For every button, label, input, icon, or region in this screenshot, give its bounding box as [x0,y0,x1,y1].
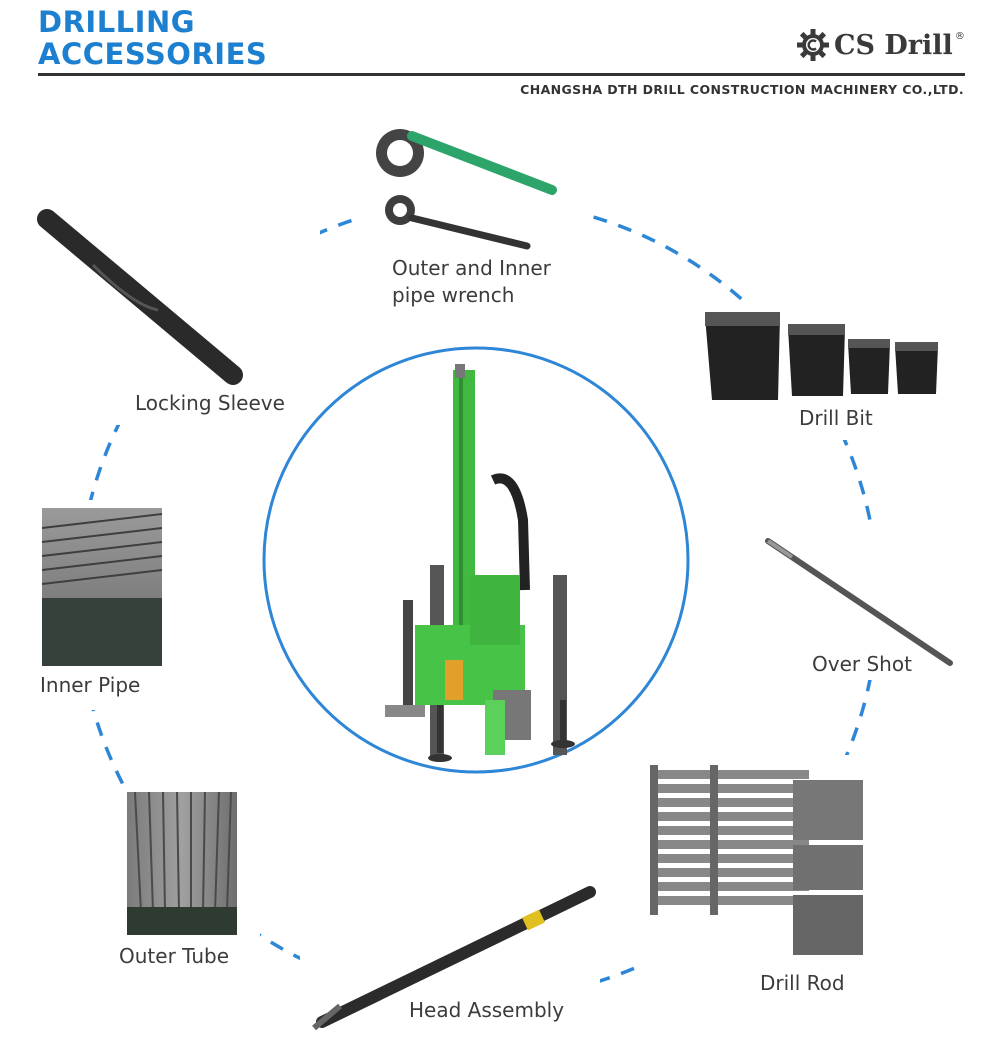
brand-name: CS Drill [834,29,953,61]
label-pipe-wrench-line2: pipe wrench [392,283,515,307]
outer-tube-image [127,792,237,935]
gear-logo-icon [797,29,829,61]
page-title: DRILLING ACCESSORIES [38,6,267,70]
label-head-assembly: Head Assembly [409,998,565,1022]
title-line-1: DRILLING [38,5,196,39]
label-pipe-wrench: Outer and Inner pipe wrench [392,255,551,309]
brand-logo: CS Drill ® [796,22,965,68]
label-pipe-wrench-line1: Outer and Inner [392,256,551,280]
brand-registered-mark: ® [954,30,965,42]
label-over-shot: Over Shot [812,652,912,676]
over-shot-image [765,538,953,666]
drill-rod-image [648,760,870,960]
label-outer-tube: Outer Tube [119,944,229,968]
label-drill-rod: Drill Rod [760,971,845,995]
center-circle [262,346,690,774]
label-inner-pipe: Inner Pipe [40,673,141,697]
inner-pipe-image [42,508,162,666]
head-assembly-image [312,886,596,1030]
drill-bit-image [705,312,938,400]
header-divider [38,73,965,76]
drilling-rig-image [385,364,575,762]
pipe-wrench-image [376,129,557,250]
company-name: CHANGSHA DTH DRILL CONSTRUCTION MACHINER… [520,82,964,97]
label-locking-sleeve: Locking Sleeve [135,391,285,415]
label-drill-bit: Drill Bit [799,406,873,430]
locking-sleeve-image [37,209,243,385]
title-line-2: ACCESSORIES [38,37,268,71]
